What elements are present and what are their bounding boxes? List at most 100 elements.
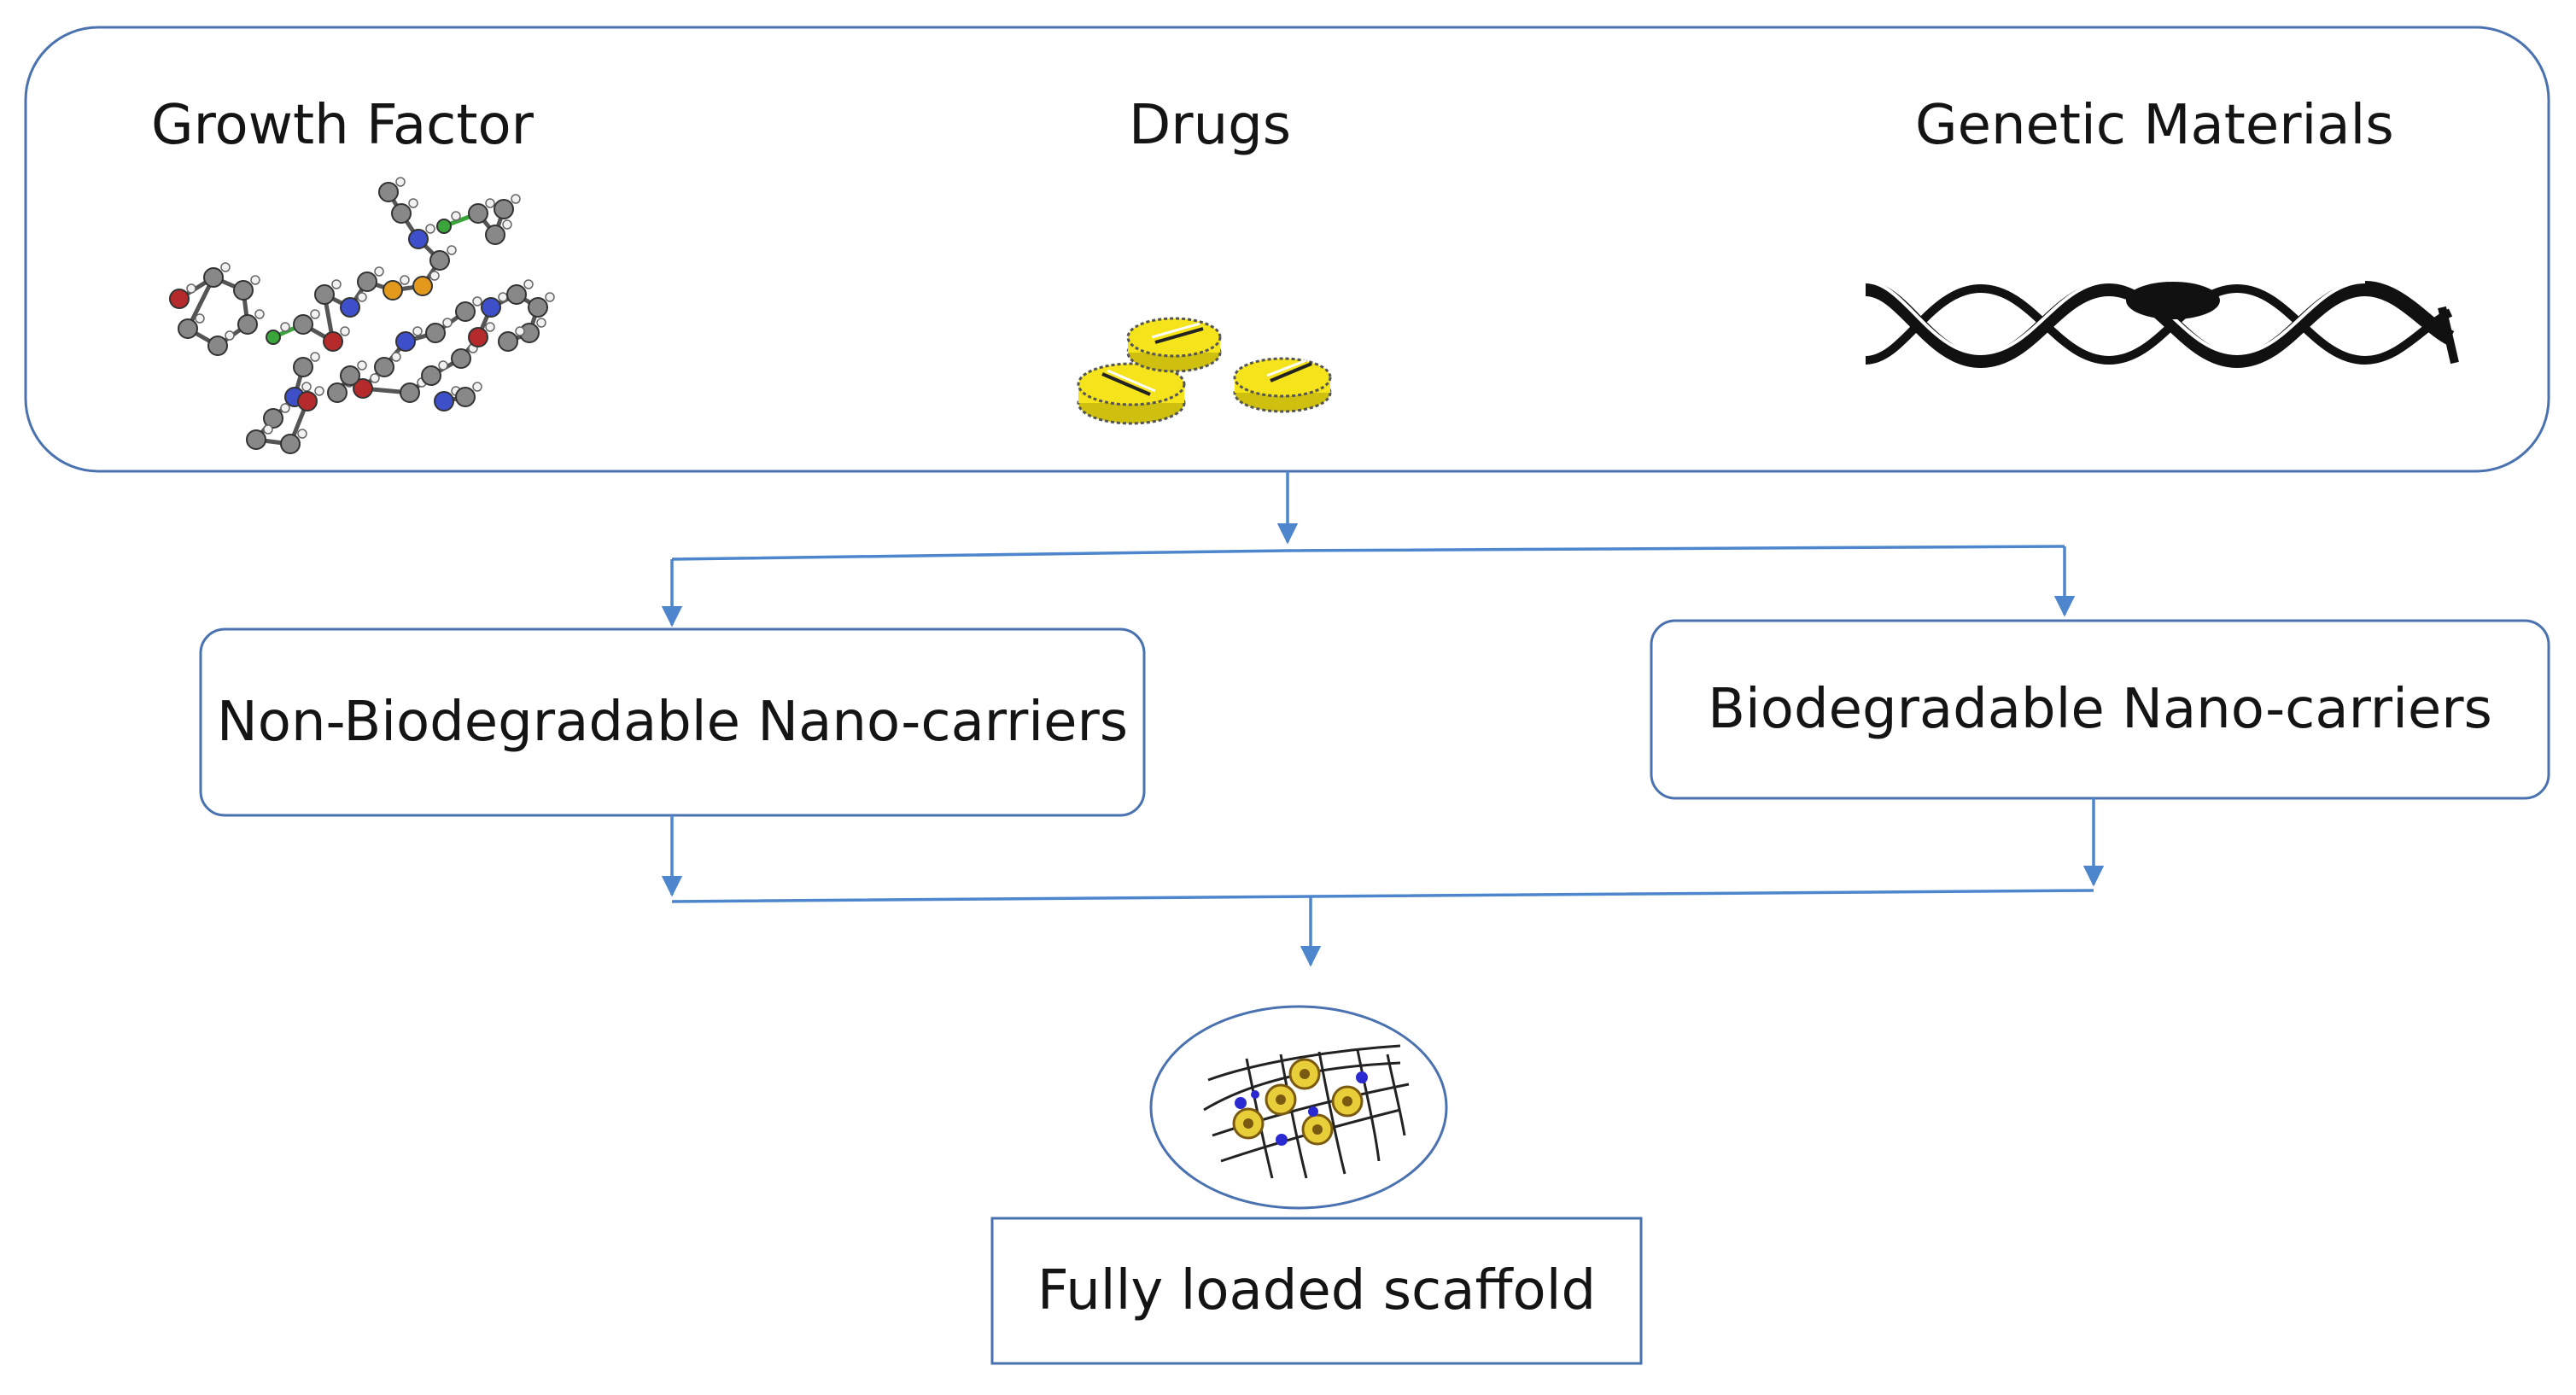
molecule-hydrogen bbox=[220, 262, 231, 272]
molecule-atom bbox=[468, 327, 488, 347]
molecule-atom bbox=[237, 314, 258, 335]
molecule-atom bbox=[391, 203, 412, 224]
molecule-hydrogen bbox=[250, 275, 260, 285]
molecule-hydrogen bbox=[502, 219, 512, 230]
molecule-hydrogen bbox=[395, 177, 406, 187]
molecule-atom bbox=[323, 331, 343, 352]
molecule-atom bbox=[327, 382, 348, 403]
non-biodegradable-label: Non-Biodegradable Nano-carriers bbox=[216, 691, 1129, 754]
molecule-hydrogen bbox=[357, 360, 367, 371]
molecule-atom bbox=[374, 357, 394, 377]
molecule-atom bbox=[421, 365, 441, 386]
molecule-atom bbox=[178, 318, 198, 339]
result-label: Fully loaded scaffold bbox=[1037, 1259, 1597, 1322]
molecule-hydrogen bbox=[297, 429, 307, 439]
molecule-hydrogen bbox=[391, 352, 401, 362]
molecule-atom bbox=[455, 387, 476, 407]
molecule-hydrogen bbox=[280, 322, 290, 332]
molecule-hydrogen bbox=[412, 326, 423, 336]
genetic-materials-label: Genetic Materials bbox=[1915, 94, 2394, 157]
molecule-hydrogen bbox=[442, 318, 453, 328]
molecule-hydrogen bbox=[301, 382, 312, 392]
molecule-atom bbox=[207, 336, 228, 356]
molecule-hydrogen bbox=[370, 373, 380, 383]
molecule-hydrogen bbox=[451, 211, 461, 221]
molecule-atom bbox=[266, 330, 281, 345]
molecule-atom bbox=[263, 408, 283, 429]
molecule-hydrogen bbox=[314, 386, 324, 396]
molecule-hydrogen bbox=[425, 224, 435, 234]
molecule-atom bbox=[498, 331, 518, 352]
molecule-atom bbox=[408, 229, 429, 249]
scaffold-icon bbox=[1149, 1005, 1448, 1210]
molecule-atom bbox=[203, 267, 224, 288]
molecule-atom bbox=[485, 225, 505, 245]
molecule-hydrogen bbox=[310, 309, 320, 319]
molecule-atom bbox=[297, 391, 318, 411]
growth-factor-label: Growth Factor bbox=[151, 94, 534, 157]
molecule-hydrogen bbox=[472, 296, 482, 306]
drugs-label: Drugs bbox=[1129, 94, 1292, 157]
molecule-hydrogen bbox=[400, 275, 410, 285]
molecule-hydrogen bbox=[280, 403, 290, 413]
molecule-hydrogen bbox=[498, 292, 508, 302]
molecule-atom bbox=[436, 219, 452, 234]
molecule-hydrogen bbox=[331, 279, 342, 289]
molecule-atom bbox=[169, 289, 190, 309]
molecule-atom bbox=[528, 297, 548, 318]
molecule-hydrogen bbox=[472, 382, 482, 392]
merge-line bbox=[671, 889, 2094, 903]
pills-icon bbox=[1077, 317, 1332, 425]
molecule-atom bbox=[383, 280, 403, 301]
molecule-atom bbox=[429, 250, 450, 271]
molecule-atom bbox=[412, 276, 433, 296]
split-line bbox=[671, 545, 2065, 561]
biodegradable-box bbox=[1650, 619, 2550, 800]
molecule-atom bbox=[468, 203, 488, 224]
molecule-hydrogen bbox=[515, 326, 525, 336]
molecule-hydrogen bbox=[545, 292, 555, 302]
molecule-hydrogen bbox=[263, 424, 273, 435]
molecule-hydrogen bbox=[254, 309, 265, 319]
molecule-atom bbox=[481, 297, 501, 318]
molecule-hydrogen bbox=[340, 326, 350, 336]
molecule-hydrogen bbox=[438, 360, 448, 371]
molecule-atom bbox=[400, 382, 420, 403]
molecule-hydrogen bbox=[485, 198, 495, 208]
molecule-hydrogen bbox=[447, 245, 457, 255]
molecule-hydrogen bbox=[186, 283, 196, 294]
molecule-hydrogen bbox=[225, 330, 235, 341]
molecule-atom bbox=[340, 297, 360, 318]
molecule-atom bbox=[314, 284, 335, 305]
molecule-hydrogen bbox=[485, 322, 495, 332]
molecule-atom bbox=[434, 391, 454, 411]
molecule-atom bbox=[494, 199, 514, 219]
molecule-atom bbox=[425, 323, 446, 343]
molecule-hydrogen bbox=[195, 313, 205, 324]
molecule-atom bbox=[293, 357, 313, 377]
molecule-hydrogen bbox=[429, 271, 440, 281]
result-box bbox=[990, 1217, 1643, 1365]
molecule-atom bbox=[280, 434, 301, 454]
biodegradable-label: Biodegradable Nano-carriers bbox=[1708, 678, 2492, 741]
molecule-hydrogen bbox=[408, 198, 418, 208]
molecule-hydrogen bbox=[536, 318, 546, 328]
molecule-atom bbox=[233, 280, 254, 301]
dna-icon bbox=[1864, 279, 2459, 369]
molecule-atom bbox=[455, 301, 476, 322]
molecule-hydrogen bbox=[374, 266, 384, 277]
molecule-atom bbox=[395, 331, 416, 352]
molecule-hydrogen bbox=[310, 352, 320, 362]
molecule-hydrogen bbox=[357, 292, 367, 302]
molecule-icon bbox=[169, 177, 555, 454]
molecule-atom bbox=[293, 314, 313, 335]
molecule-hydrogen bbox=[523, 279, 534, 289]
molecule-atom bbox=[506, 284, 527, 305]
molecule-atom bbox=[246, 429, 266, 450]
molecule-hydrogen bbox=[511, 194, 521, 204]
molecule-atom bbox=[353, 378, 373, 399]
molecule-atom bbox=[340, 365, 360, 386]
molecule-atom bbox=[357, 271, 377, 292]
molecule-atom bbox=[451, 348, 471, 369]
